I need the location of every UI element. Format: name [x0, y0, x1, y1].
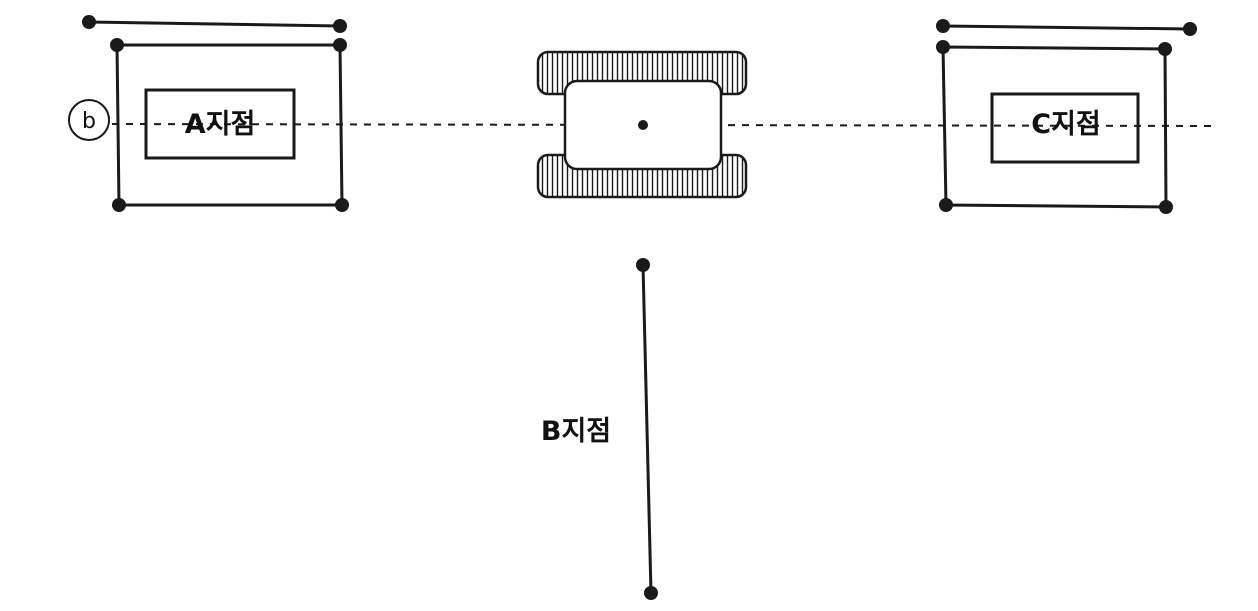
point-c-corner-dot-tl: [936, 40, 950, 54]
point-a-structure: A지점: [82, 15, 349, 212]
central-machine: [536, 50, 748, 199]
point-c-rail-dot-left: [936, 19, 950, 33]
point-c-structure: C지점: [936, 19, 1197, 214]
point-a-rail-dot-left: [82, 15, 96, 29]
point-b-line: [641, 264, 653, 594]
point-a-rail-dot-right: [333, 19, 347, 33]
point-a-label: A지점: [185, 109, 256, 140]
marker-circle: [68, 99, 110, 141]
point-a-corner-dot-br: [335, 198, 349, 212]
point-a-corner-dot-tl: [110, 38, 124, 52]
point-b-dot-top: [636, 258, 650, 272]
point-c-corner-dot-tr: [1158, 42, 1172, 56]
point-c-corner-dot-bl: [939, 198, 953, 212]
point-a-label-box: [144, 88, 296, 160]
point-c-label-box: [990, 92, 1140, 164]
machine-center-pivot: [638, 120, 648, 130]
point-a-corner-dot-bl: [112, 198, 126, 212]
point-c-rail-dot-right: [1183, 22, 1197, 36]
point-b-label: B지점: [541, 416, 611, 447]
reference-marker: b: [68, 99, 110, 141]
point-a-top-rail: [88, 20, 341, 28]
point-c-top-rail: [942, 24, 1191, 31]
point-c-label: C지점: [1031, 109, 1101, 140]
point-b-structure: B지점: [541, 258, 658, 600]
point-c-corner-dot-br: [1159, 200, 1173, 214]
marker-symbol: b: [82, 109, 96, 134]
point-a-corner-dot-tr: [333, 38, 347, 52]
point-b-dot-bottom: [644, 586, 658, 600]
